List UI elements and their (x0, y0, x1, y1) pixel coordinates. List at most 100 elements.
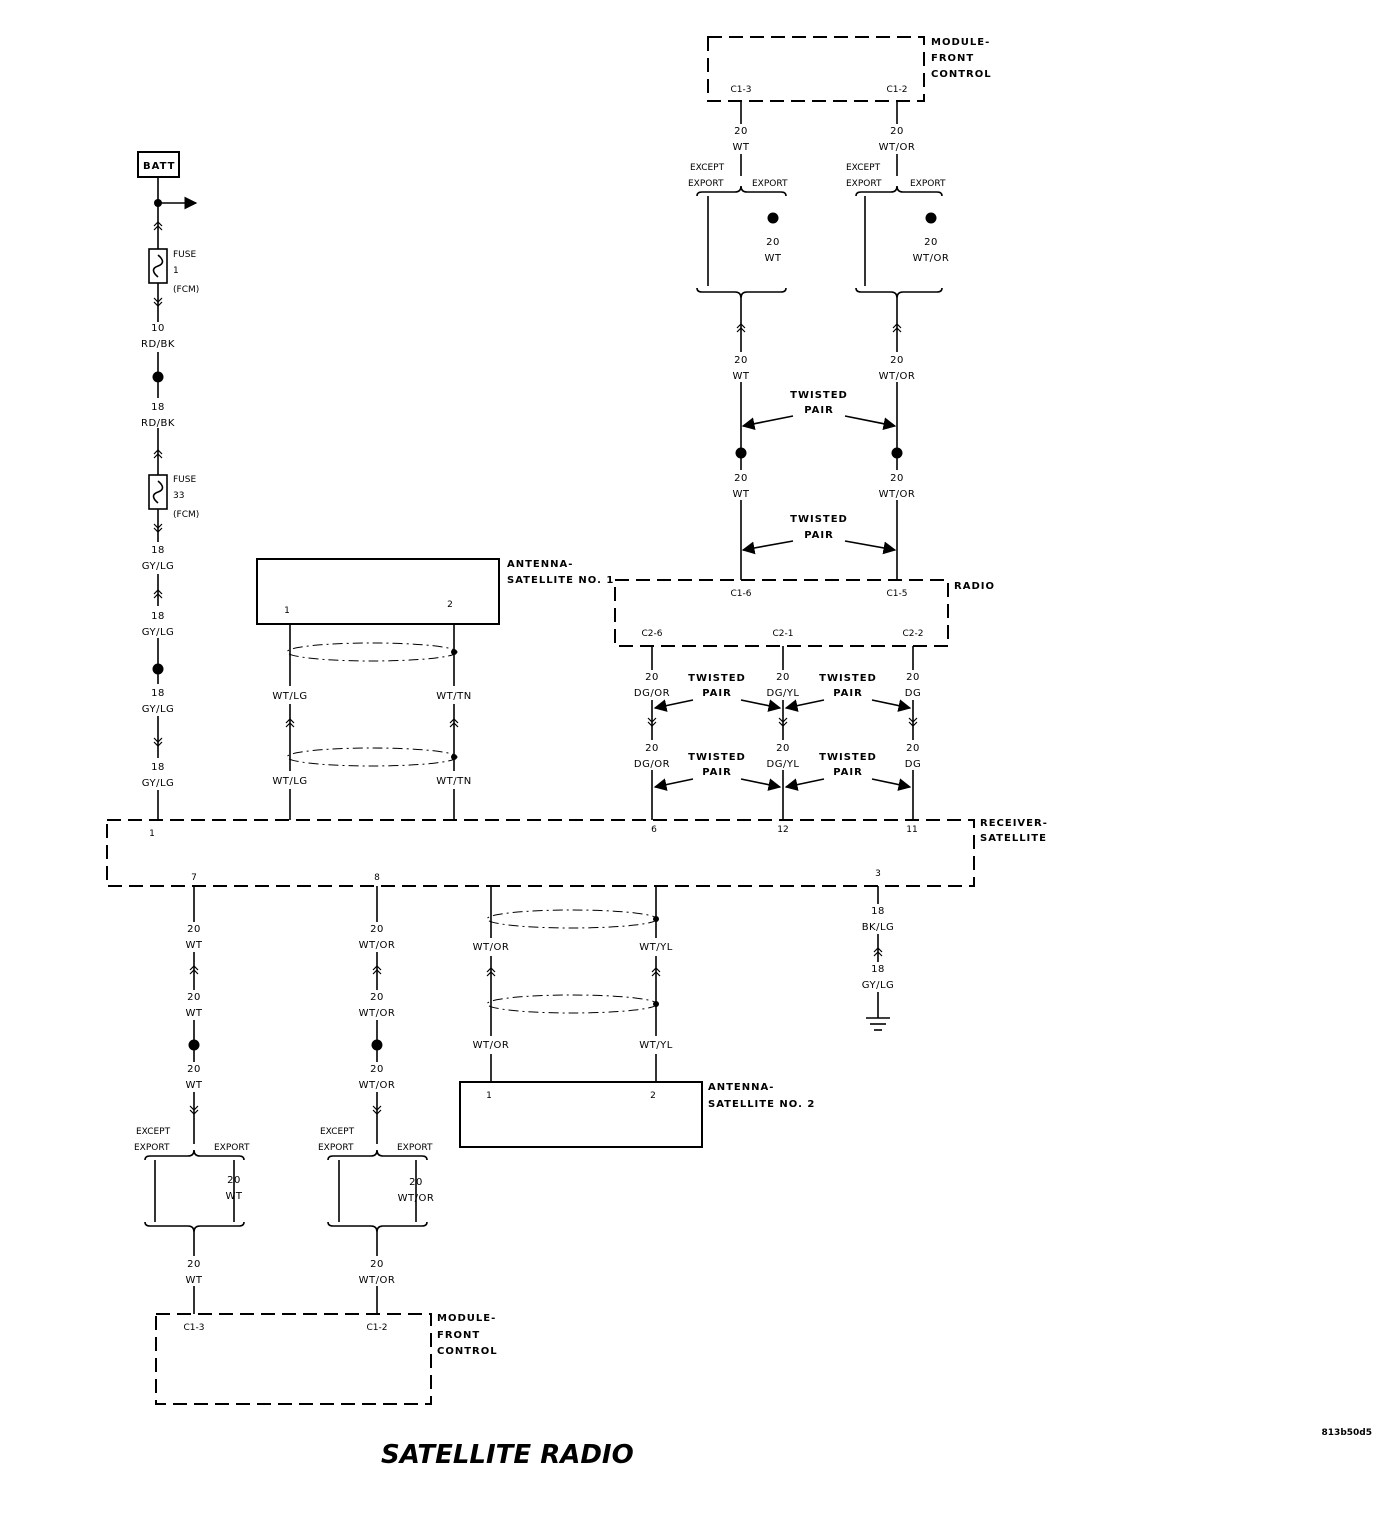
wire-gauge: 20 (776, 672, 790, 683)
wire-color: WT/YL (639, 942, 673, 953)
wire-color: WT/OR (473, 1040, 510, 1051)
twisted-pair-label: TWISTED (819, 752, 877, 763)
fuse-number: 33 (173, 491, 184, 501)
component-label: ANTENNA- (507, 559, 573, 570)
pin-label: 1 (149, 829, 155, 839)
component-label: CONTROL (437, 1346, 498, 1357)
wire-color: RD/BK (141, 418, 175, 429)
wire-gauge: 20 (906, 743, 920, 754)
fuse-location: (FCM) (173, 285, 199, 295)
module-front-control-bottom: MODULE- FRONT CONTROL C1-3 C1-2 (155, 1313, 498, 1405)
pin-label: C1-3 (184, 1323, 205, 1333)
wire-color: WT/OR (359, 1275, 396, 1286)
wire-gauge: 20 (187, 992, 201, 1003)
wire-color: GY/LG (862, 980, 895, 991)
wire-color: BK/LG (862, 922, 895, 933)
wire-gauge: 20 (645, 743, 659, 754)
pin-label: 2 (447, 600, 453, 610)
splice-dot (152, 663, 164, 675)
wire-color: DG/OR (634, 688, 670, 699)
wire-gauge: 20 (370, 1259, 384, 1270)
wire-color: WT (226, 1191, 243, 1202)
wire-color: DG/YL (767, 759, 800, 770)
wire-gauge: 20 (734, 355, 748, 366)
antenna1-box (256, 558, 500, 625)
wire-color: GY/LG (142, 627, 175, 638)
pin-label: 8 (374, 873, 380, 883)
component-label: CONTROL (931, 69, 992, 80)
antenna2-box (459, 1081, 703, 1148)
receiver-satellite: RECEIVER- SATELLITE 1 6 12 11 7 8 3 (106, 818, 1047, 887)
wire-color: GY/LG (142, 561, 175, 572)
option-label: EXPORT (134, 1143, 170, 1153)
twisted-pair-label: PAIR (833, 688, 863, 699)
wire-color: WT/OR (879, 489, 916, 500)
wire-color: WT/TN (436, 776, 471, 787)
twisted-pair-label: PAIR (804, 530, 834, 541)
fuse-number: 1 (173, 266, 179, 276)
pin-label: 3 (875, 869, 881, 879)
wire-color: WT/YL (639, 1040, 673, 1051)
twisted-pair-label: TWISTED (819, 673, 877, 684)
twisted-pair-label: PAIR (804, 405, 834, 416)
shield (286, 747, 458, 767)
wire-gauge: 20 (776, 743, 790, 754)
antenna-satellite-2: WT/OR WT/YL WT/OR WT/YL ANTENNA- SATELLI… (459, 886, 814, 1148)
component-label: SATELLITE (980, 833, 1047, 844)
shield (486, 994, 658, 1014)
wire-gauge: 20 (890, 473, 904, 484)
wire-gauge: 20 (924, 237, 938, 248)
fuse-label: FUSE (173, 250, 196, 260)
wire-color: WT (733, 142, 750, 153)
wire-color: WT/LG (272, 691, 307, 702)
twisted-pair-label: TWISTED (688, 673, 746, 684)
wire-gauge: 20 (766, 237, 780, 248)
wire-gauge: 20 (906, 672, 920, 683)
twisted-pair-label: TWISTED (790, 514, 848, 525)
wire-gauge: 20 (370, 1064, 384, 1075)
radio-box (614, 579, 949, 647)
wire-color: RD/BK (141, 339, 175, 350)
module-front-control-top: MODULE- FRONT CONTROL C1-3 C1-2 20 WT 20… (688, 36, 992, 580)
pin-label: 1 (284, 606, 290, 616)
component-label: FRONT (437, 1330, 480, 1341)
wire-gauge: 20 (890, 355, 904, 366)
lower-wires: 20 WT 20 WT/OR 20 WT 20 WT/OR 20 WT 20 W… (134, 886, 434, 1314)
wire-color: GY/LG (142, 704, 175, 715)
wire-gauge: 18 (871, 906, 885, 917)
wire-color: WT/OR (913, 253, 950, 264)
option-label: EXCEPT (320, 1127, 355, 1137)
pin-label: C2-2 (903, 629, 924, 639)
pin-label: 6 (651, 825, 657, 835)
wire-gauge: 18 (151, 762, 165, 773)
wire-color: WT/OR (359, 1080, 396, 1091)
wire-color: WT (186, 1275, 203, 1286)
fuse-icon (148, 248, 168, 284)
twisted-pair-label: PAIR (833, 767, 863, 778)
wire-gauge: 18 (151, 688, 165, 699)
pin-label: 11 (906, 825, 917, 835)
option-label: EXCEPT (136, 1127, 171, 1137)
pin-label: C2-6 (642, 629, 663, 639)
twisted-pair-label: TWISTED (688, 752, 746, 763)
twisted-pair-label: PAIR (702, 767, 732, 778)
fuse-icon (148, 474, 168, 510)
pin-label: 1 (486, 1091, 492, 1101)
wire-color: GY/LG (142, 778, 175, 789)
option-label: EXPORT (397, 1143, 433, 1153)
wire-color: WT/OR (398, 1193, 435, 1204)
pin-label: C1-2 (367, 1323, 388, 1333)
wire-gauge: 20 (890, 126, 904, 137)
wire-gauge: 20 (187, 1064, 201, 1075)
option-label: EXPORT (752, 179, 788, 189)
wire-color: WT (733, 371, 750, 382)
option-label: EXCEPT (846, 163, 881, 173)
fuse-label: FUSE (173, 475, 196, 485)
wire-color: WT/TN (436, 691, 471, 702)
pin-label: C1-6 (731, 589, 752, 599)
wire-gauge: 20 (734, 126, 748, 137)
pin-label: 2 (650, 1091, 656, 1101)
pin-label: C2-1 (773, 629, 794, 639)
option-label: EXPORT (910, 179, 946, 189)
